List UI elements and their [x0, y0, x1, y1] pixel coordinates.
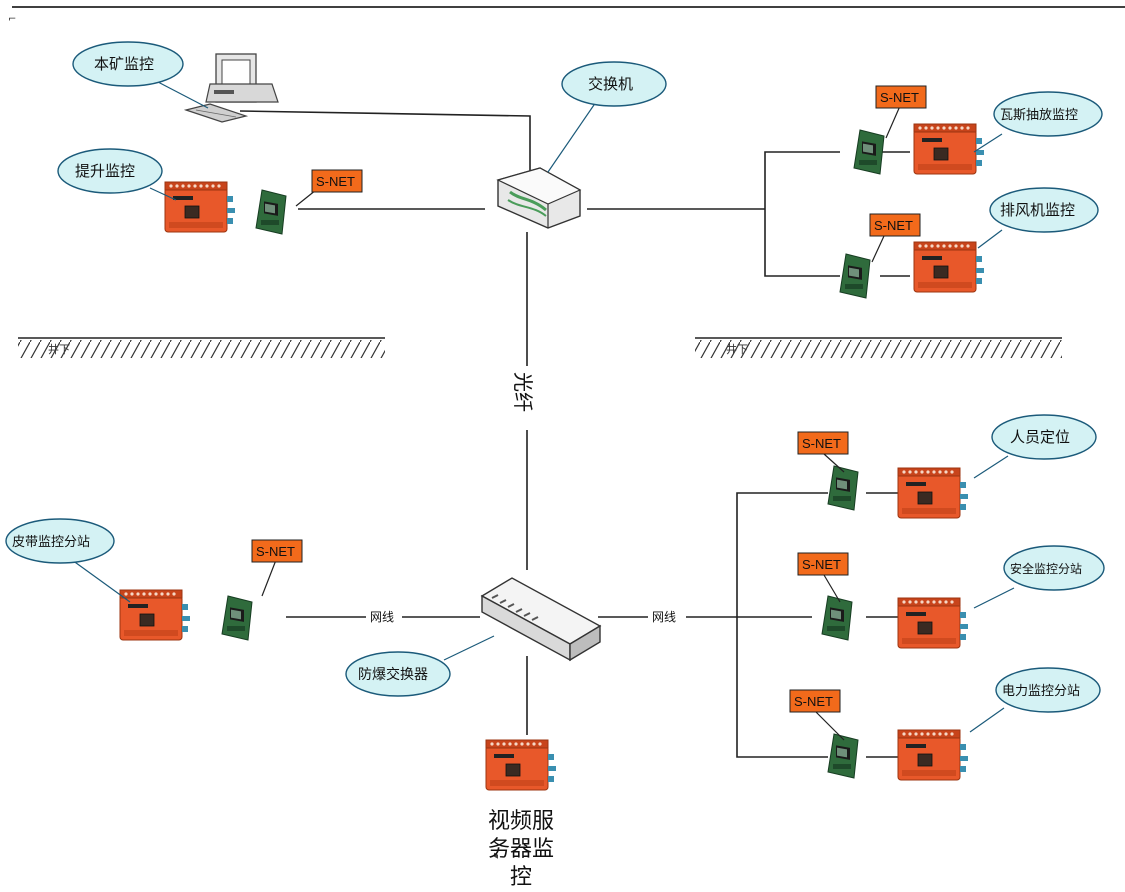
- power-station-icon: [898, 730, 968, 780]
- corner-mark: ⌐: [8, 14, 16, 25]
- gas-module-icon: [854, 130, 884, 174]
- svg-text:务器监: 务器监: [488, 837, 554, 862]
- svg-text:S-NET: S-NET: [880, 90, 919, 105]
- svg-text:S-NET: S-NET: [794, 694, 833, 709]
- svg-text:S-NET: S-NET: [802, 436, 841, 451]
- svg-text:S-NET: S-NET: [316, 174, 355, 189]
- safety-station-icon: [898, 598, 968, 648]
- svg-text:排风机监控: 排风机监控: [1000, 201, 1075, 219]
- svg-text:瓦斯抽放监控: 瓦斯抽放监控: [1000, 108, 1078, 123]
- callout-exhaust-fan-monitor: 排风机监控: [978, 188, 1098, 248]
- fiber-label: 光纤: [511, 372, 535, 412]
- video-server-label: 视频服 务器监 控: [488, 809, 554, 890]
- safety-module-icon: [822, 596, 852, 640]
- snet-tag-personnel: S-NET: [798, 432, 848, 472]
- callout-safety-substation: 安全监控分站: [974, 546, 1104, 608]
- svg-text:光纤: 光纤: [511, 372, 535, 412]
- snet-tag-power: S-NET: [790, 690, 844, 740]
- callout-belt-substation: 皮带监控分站: [6, 519, 130, 602]
- belt-station-icon: [120, 590, 190, 640]
- svg-text:交换机: 交换机: [588, 75, 633, 93]
- personnel-module-icon: [828, 466, 858, 510]
- gas-station-icon: [914, 124, 984, 174]
- network-switch-icon: [498, 168, 580, 228]
- svg-text:电力监控分站: 电力监控分站: [1002, 684, 1080, 699]
- callout-switch: 交换机: [548, 62, 666, 172]
- ground-line-right: 井下: [695, 338, 1062, 358]
- callout-personnel-position: 人员定位: [974, 415, 1096, 478]
- svg-text:防爆交换器: 防爆交换器: [358, 666, 428, 683]
- hoist-module-icon: [256, 190, 286, 234]
- svg-text:安全监控分站: 安全监控分站: [1010, 561, 1082, 576]
- svg-text:S-NET: S-NET: [874, 218, 913, 233]
- cable-label-left: 网线: [370, 610, 394, 624]
- callout-local-monitor: 本矿监控: [73, 42, 208, 108]
- callout-explosion-proof-switch: 防爆交换器: [346, 636, 494, 696]
- belt-module-icon: [222, 596, 252, 640]
- exhaust-module-icon: [840, 254, 870, 298]
- snet-tag-exhaust: S-NET: [870, 214, 920, 262]
- power-module-icon: [828, 734, 858, 778]
- callout-power-substation: 电力监控分站: [970, 668, 1100, 732]
- svg-text:人员定位: 人员定位: [1010, 428, 1070, 446]
- ground-line-left: 井下: [18, 338, 385, 358]
- svg-text:视频服: 视频服: [488, 809, 554, 834]
- snet-tag-belt: S-NET: [252, 540, 302, 596]
- snet-tag-hoist: S-NET: [296, 170, 362, 206]
- callout-hoist-monitor: 提升监控: [58, 149, 176, 200]
- hoist-station-icon: [165, 182, 235, 232]
- cable-label-right: 网线: [652, 610, 676, 624]
- svg-text:本矿监控: 本矿监控: [94, 55, 154, 73]
- ground-label-right: 井下: [726, 342, 748, 356]
- personnel-station-icon: [898, 468, 968, 518]
- ground-label-left: 井下: [48, 342, 70, 356]
- svg-text:提升监控: 提升监控: [75, 162, 135, 180]
- exhaust-station-icon: [914, 242, 984, 292]
- snet-tag-safety: S-NET: [798, 553, 848, 602]
- svg-text:S-NET: S-NET: [802, 557, 841, 572]
- svg-text:皮带监控分站: 皮带监控分站: [12, 535, 90, 550]
- callout-gas-monitor: 瓦斯抽放监控: [974, 92, 1102, 152]
- svg-text:S-NET: S-NET: [256, 544, 295, 559]
- video-server-station-icon: [486, 740, 556, 790]
- svg-text:控: 控: [510, 865, 532, 890]
